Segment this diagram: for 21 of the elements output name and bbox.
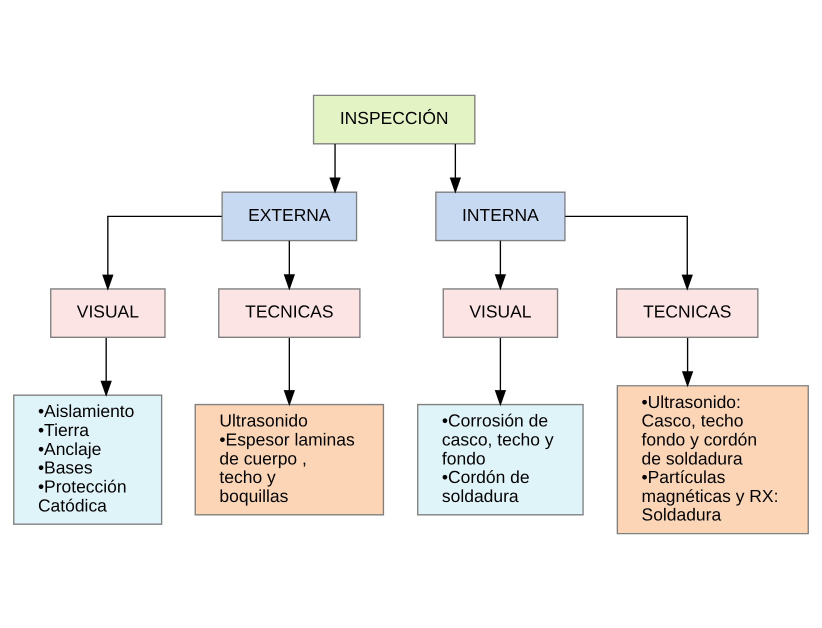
node-box: •Aislamiento •Tierra •Anclaje •Bases •Protección Catódica — [13, 394, 162, 524]
node-box: TECNICAS — [218, 288, 361, 338]
node-box: INTERNA — [435, 191, 566, 241]
node-box: •Corrosión de casco, techo y fondo •Cordón de soldadura — [417, 403, 584, 515]
arrow — [100, 338, 112, 396]
node-box: VISUAL — [442, 288, 558, 338]
arrow — [102, 215, 222, 290]
node-box: INSPECCIÓN — [312, 94, 476, 144]
arrow — [329, 144, 341, 194]
arrow — [565, 215, 693, 290]
node-box: Ultrasonido •Espesor laminas de cuerpo , techo y boquillas — [194, 403, 384, 515]
arrow — [450, 144, 462, 194]
arrow — [682, 338, 694, 387]
arrow — [284, 240, 295, 290]
node-box: VISUAL — [50, 288, 166, 338]
arrow — [494, 338, 506, 406]
arrow — [494, 240, 506, 290]
arrow — [284, 338, 295, 406]
node-box: EXTERNA — [221, 191, 358, 241]
node-box: •Ultrasonido: Casco, techo fondo y cordón de soldadura •Partículas magnéticas y RX: Soldadura — [616, 384, 809, 534]
node-box: TECNICAS — [616, 288, 758, 338]
